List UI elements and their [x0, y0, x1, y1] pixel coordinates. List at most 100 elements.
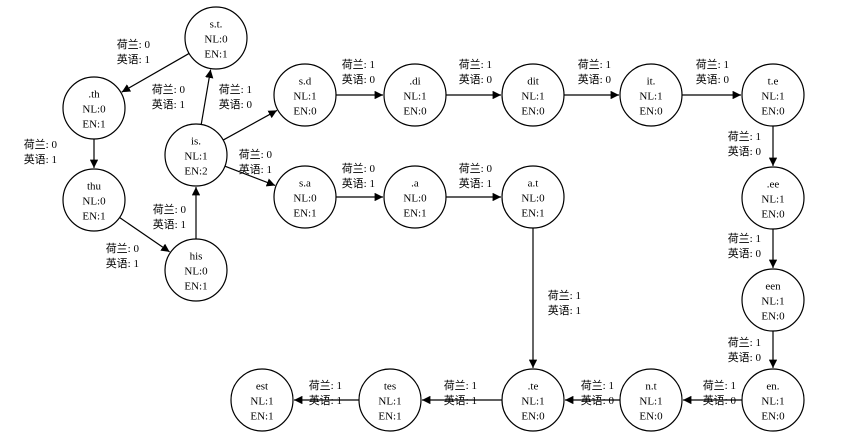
edge-label: 英语: 0	[696, 72, 730, 86]
edge-label: 英语: 0	[728, 144, 762, 158]
state-node-te: t.eNL:1EN:0	[741, 63, 805, 127]
edge-label: 荷兰: 1	[342, 58, 375, 71]
state-en-count: EN:2	[184, 166, 207, 178]
state-name: .ee	[767, 179, 780, 191]
state-name: .te	[528, 381, 539, 393]
state-en-count: EN:0	[521, 411, 545, 423]
edge-label: 荷兰: 0	[153, 203, 187, 216]
edge-thu-to-his: 荷兰: 0英语: 1	[106, 217, 170, 270]
state-circle	[619, 368, 683, 432]
edge-label: 英语: 0	[728, 246, 762, 260]
edge-label: 荷兰: 0	[106, 242, 140, 255]
edge-st-to-th: 荷兰: 0 英语: 1	[117, 38, 190, 93]
edge-label: 荷兰: 0	[342, 162, 376, 175]
state-name: s.a	[299, 178, 311, 190]
edge-label: 荷兰: 0	[152, 83, 186, 96]
state-en-count: EN:0	[761, 311, 785, 323]
state-nl-count: NL:0	[403, 193, 427, 205]
edge-te-to-ee: 荷兰: 1英语: 0	[728, 126, 778, 166]
state-en-count: EN:1	[403, 208, 426, 220]
state-circle	[501, 368, 565, 432]
state-nl-count: NL:0	[82, 196, 106, 208]
state-circle	[230, 368, 294, 432]
state-node-is: is.NL:1EN:2	[164, 123, 228, 187]
state-nl-count: NL:1	[639, 396, 662, 408]
state-circle	[62, 168, 126, 232]
state-node-sa: s.aNL:0EN:1	[273, 165, 337, 229]
state-en-count: EN:1	[378, 411, 401, 423]
edge-en-to-nt: 荷兰: 1英语: 0	[683, 379, 742, 407]
state-nl-count: NL:0	[184, 266, 208, 278]
state-name: .a	[411, 178, 419, 190]
state-name: s.t.	[210, 19, 223, 31]
state-node-sd: s.dNL:1EN:0	[273, 63, 337, 127]
state-name: a.t	[528, 178, 539, 190]
edge-label: 荷兰: 1	[548, 289, 581, 302]
edge-tes-to-est: 荷兰: 1英语: 1	[294, 379, 359, 407]
state-name: .di	[409, 76, 420, 88]
state-node-nt: n.tNL:1EN:0	[619, 368, 683, 432]
edge-dte-to-tes: 荷兰: 1英语: 1	[422, 379, 502, 407]
state-circle	[358, 368, 422, 432]
state-name: est	[256, 381, 268, 393]
edge-label: 英语: 1	[459, 176, 492, 190]
state-en-count: EN:0	[639, 411, 663, 423]
state-en-count: EN:0	[293, 106, 317, 118]
state-name: n.t	[645, 381, 656, 393]
state-circle	[741, 368, 805, 432]
state-nl-count: NL:0	[293, 193, 317, 205]
edge-his-to-is: 荷兰: 0英语: 1	[153, 187, 201, 239]
state-nl-count: NL:1	[761, 194, 784, 206]
edge-label: 荷兰: 1	[728, 336, 761, 349]
edge-arrow	[121, 52, 190, 93]
state-nl-count: NL:1	[250, 396, 273, 408]
edge-a-to-at: 荷兰: 0英语: 1	[446, 162, 501, 202]
state-nl-count: NL:1	[403, 91, 426, 103]
edge-label: 荷兰: 0	[459, 162, 493, 175]
state-circle	[741, 268, 805, 332]
state-name: it.	[647, 76, 656, 88]
edge-label: 英语: 0	[581, 393, 615, 407]
state-en-count: EN:0	[639, 106, 663, 118]
state-node-it: it.NL:1EN:0	[619, 63, 683, 127]
state-nl-count: NL:1	[184, 151, 207, 163]
edge-label: 荷兰: 1	[578, 58, 611, 71]
state-name: en.	[766, 381, 779, 393]
state-en-count: EN:0	[403, 106, 427, 118]
edge-is-to-sa: 荷兰: 0英语: 1	[224, 148, 276, 187]
edge-nt-to-dte: 荷兰: 1英语: 0	[565, 379, 620, 407]
edge-label: 英语: 0	[459, 72, 493, 86]
edge-arrow	[200, 69, 214, 125]
state-name: tes	[384, 381, 396, 393]
state-name: dit	[527, 76, 539, 88]
edge-label: 英语: 0	[342, 72, 376, 86]
state-name: his	[190, 251, 203, 263]
edge-label: 英语: 1	[106, 256, 139, 270]
state-nl-count: NL:1	[521, 396, 544, 408]
edge-ee-to-een: 荷兰: 1英语: 0	[728, 229, 778, 268]
edge-label: 英语: 1	[117, 52, 150, 66]
state-en-count: EN:1	[184, 281, 207, 293]
state-en-count: EN:0	[761, 106, 785, 118]
nodes-layer: s.t.NL:0EN:1.thNL:0EN:1thuNL:0EN:1hisNL:…	[62, 6, 805, 432]
state-node-en: en.NL:1EN:0	[741, 368, 805, 432]
state-circle	[184, 6, 248, 70]
edge-label: 荷兰: 1	[728, 130, 761, 143]
edge-label: 英语: 1	[444, 393, 477, 407]
edge-label: 英语: 1	[153, 217, 186, 231]
state-en-count: EN:1	[250, 411, 273, 423]
state-name: t.e	[768, 76, 779, 88]
state-nl-count: NL:1	[761, 91, 784, 103]
edge-sa-to-a: 荷兰: 0英语: 1	[336, 162, 383, 202]
state-en-count: EN:1	[293, 208, 316, 220]
state-en-count: EN:1	[82, 211, 105, 223]
